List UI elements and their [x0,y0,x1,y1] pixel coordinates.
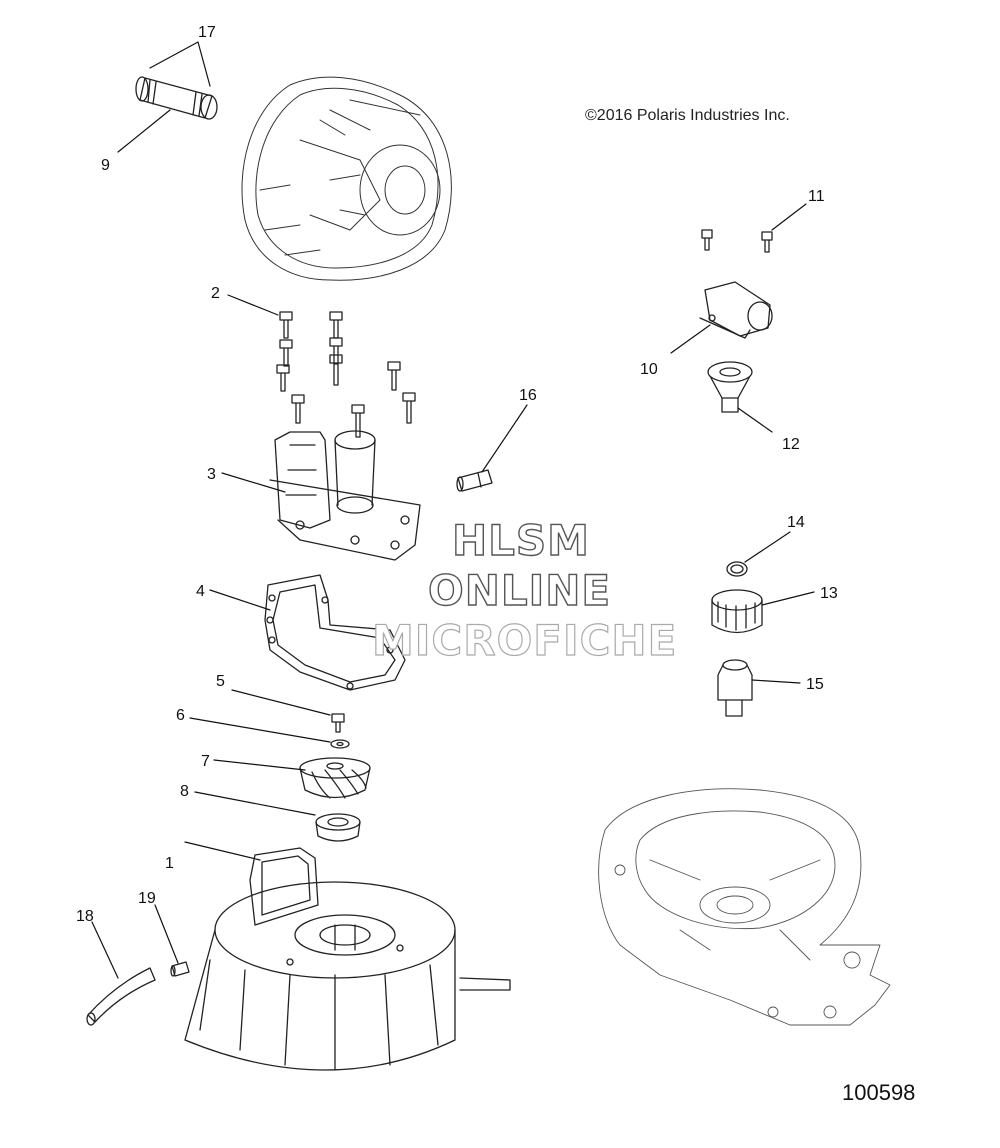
o-ring-part-14 [726,561,748,577]
callout-7: 7 [201,753,210,770]
watermark-line-2: ONLINE [427,565,612,615]
copyright-notice: ©2016 Polaris Industries Inc. [585,107,790,124]
gear-part-13 [711,589,763,634]
callout-17: 17 [198,24,216,41]
hose-part-18 [86,967,156,1026]
fitting-part-16 [456,469,493,492]
engine-housing-top [241,76,452,281]
watermark-line-3: MICROFICHE [371,615,678,665]
callout-11: 11 [808,188,825,205]
fitting-part-19 [170,961,190,977]
seal-part-8 [315,813,361,842]
callout-19: 19 [138,890,156,907]
callout-9: 9 [101,157,110,174]
bolts-part-2 [276,311,416,438]
callout-4: 4 [196,583,205,600]
bolts-part-11 [701,229,773,253]
callout-16: 16 [519,387,537,404]
thermostat-part-12 [707,361,753,413]
callout-6: 6 [176,707,185,724]
tube-part-9 [135,76,218,120]
callout-13: 13 [820,585,838,602]
gasket-part-4 [264,574,406,691]
callout-labels: 1 2 3 4 5 6 7 8 9 10 11 12 13 14 15 16 1… [76,24,838,925]
callout-2: 2 [211,285,220,302]
shaft-part-15 [717,659,753,717]
drawing-number: 100598 [842,1080,916,1105]
watermark-line-1: HLSM [451,515,590,565]
bolt-part-5 [331,713,345,733]
leader-lines [91,41,815,979]
callout-18: 18 [76,908,94,925]
callout-14: 14 [787,514,805,531]
callout-1: 1 [165,855,174,872]
callout-10: 10 [640,361,658,378]
callout-12: 12 [782,436,800,453]
pump-housing-part-3 [269,430,421,561]
engine-housing-bottom [598,788,891,1026]
callout-3: 3 [207,466,216,483]
callout-15: 15 [806,676,824,693]
impeller-part-7 [299,757,371,799]
thermostat-housing-part-10 [699,281,773,339]
washer-part-6 [330,739,350,749]
cover-part-1 [184,847,511,1071]
callout-8: 8 [180,783,189,800]
callout-5: 5 [216,673,225,690]
